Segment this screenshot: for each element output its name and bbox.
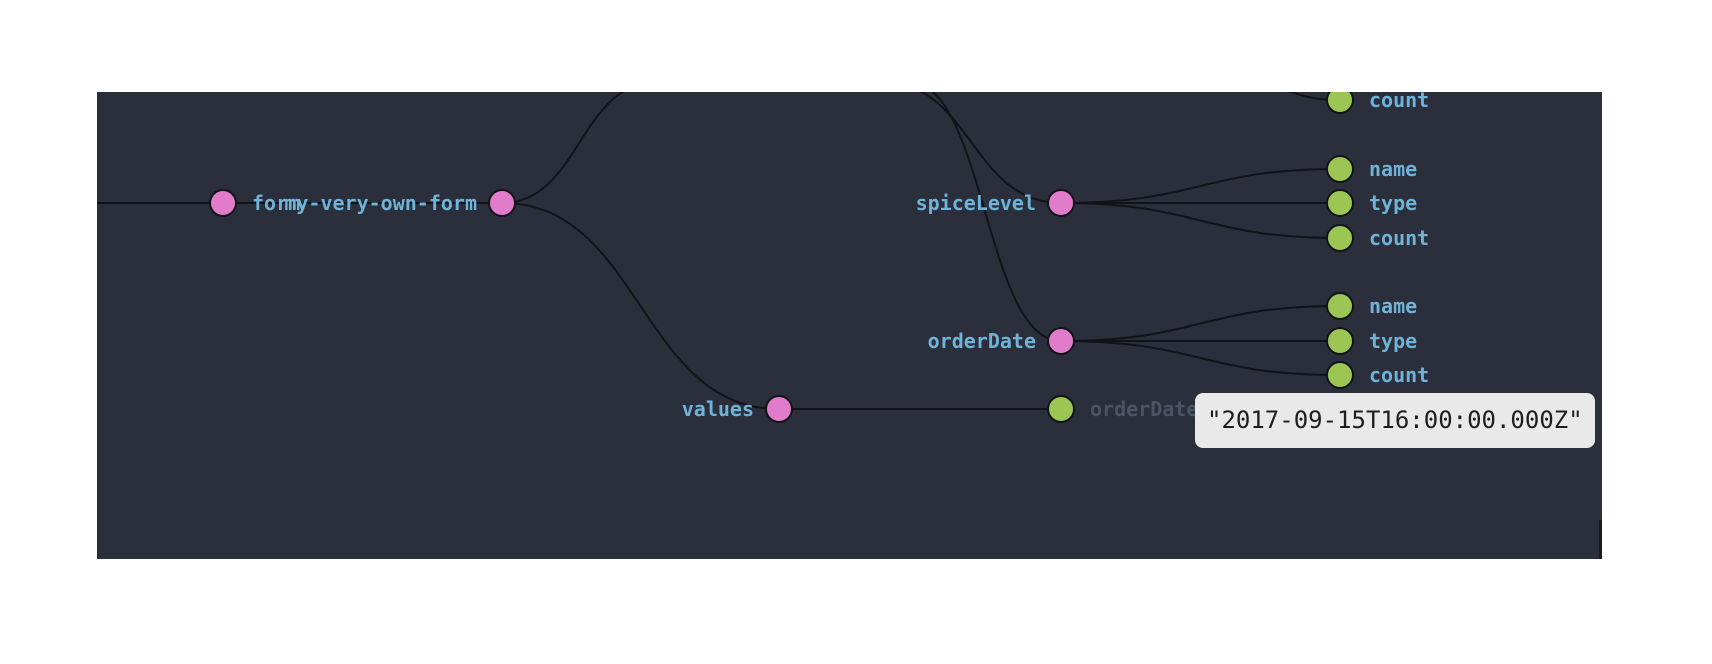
tree-node-values-orderDate[interactable] — [1047, 395, 1075, 423]
tree-label-values-orderDate[interactable]: orderDate — [1090, 397, 1199, 421]
tree-label-form-name[interactable]: my-very-own-form — [284, 191, 477, 215]
tree-link — [501, 202, 780, 410]
tree-node-spice-count[interactable] — [1326, 224, 1354, 252]
tree-label-spiceLevel[interactable]: spiceLevel — [915, 191, 1036, 215]
tree-node-order-count[interactable] — [1326, 361, 1354, 389]
tree-label-spice-type[interactable]: type — [1369, 191, 1418, 215]
tree-link — [501, 92, 625, 204]
tree-link — [1288, 92, 1341, 101]
tree-node-orderDate[interactable] — [1047, 327, 1075, 355]
tree-link — [1060, 202, 1341, 239]
value-tooltip: "2017-09-15T16:00:00.000Z" — [1195, 393, 1595, 448]
tree-label-values[interactable]: values — [681, 397, 754, 421]
tree-label-order-name[interactable]: name — [1369, 294, 1418, 318]
tree-link — [919, 92, 1062, 204]
tree-link — [1060, 305, 1341, 342]
tree-node-order-type[interactable] — [1326, 327, 1354, 355]
tree-label-spice-count[interactable]: count — [1369, 226, 1430, 250]
panel-edge — [1599, 520, 1602, 559]
tree-link — [1060, 340, 1341, 376]
tree-link — [1060, 168, 1341, 204]
tree-label-order-count[interactable]: count — [1369, 363, 1430, 387]
tree-node-spiceLevel[interactable] — [1047, 189, 1075, 217]
tree-node-form[interactable] — [209, 189, 237, 217]
tree-node-form-name[interactable] — [488, 189, 516, 217]
tree-label-order-type[interactable]: type — [1369, 329, 1418, 353]
tree-node-values[interactable] — [765, 395, 793, 423]
tree-node-spice-name[interactable] — [1326, 155, 1354, 183]
tree-link — [931, 92, 1062, 342]
tree-node-count-top[interactable] — [1326, 92, 1354, 114]
tree-node-spice-type[interactable] — [1326, 189, 1354, 217]
tree-label-form[interactable]: form — [252, 191, 301, 215]
tree-label-orderDate[interactable]: orderDate — [927, 329, 1036, 353]
tree-label-count-top[interactable]: count — [1369, 92, 1430, 112]
tree-label-spice-name[interactable]: name — [1369, 157, 1418, 181]
tree-diagram — [97, 92, 1354, 423]
tree-node-order-name[interactable] — [1326, 292, 1354, 320]
